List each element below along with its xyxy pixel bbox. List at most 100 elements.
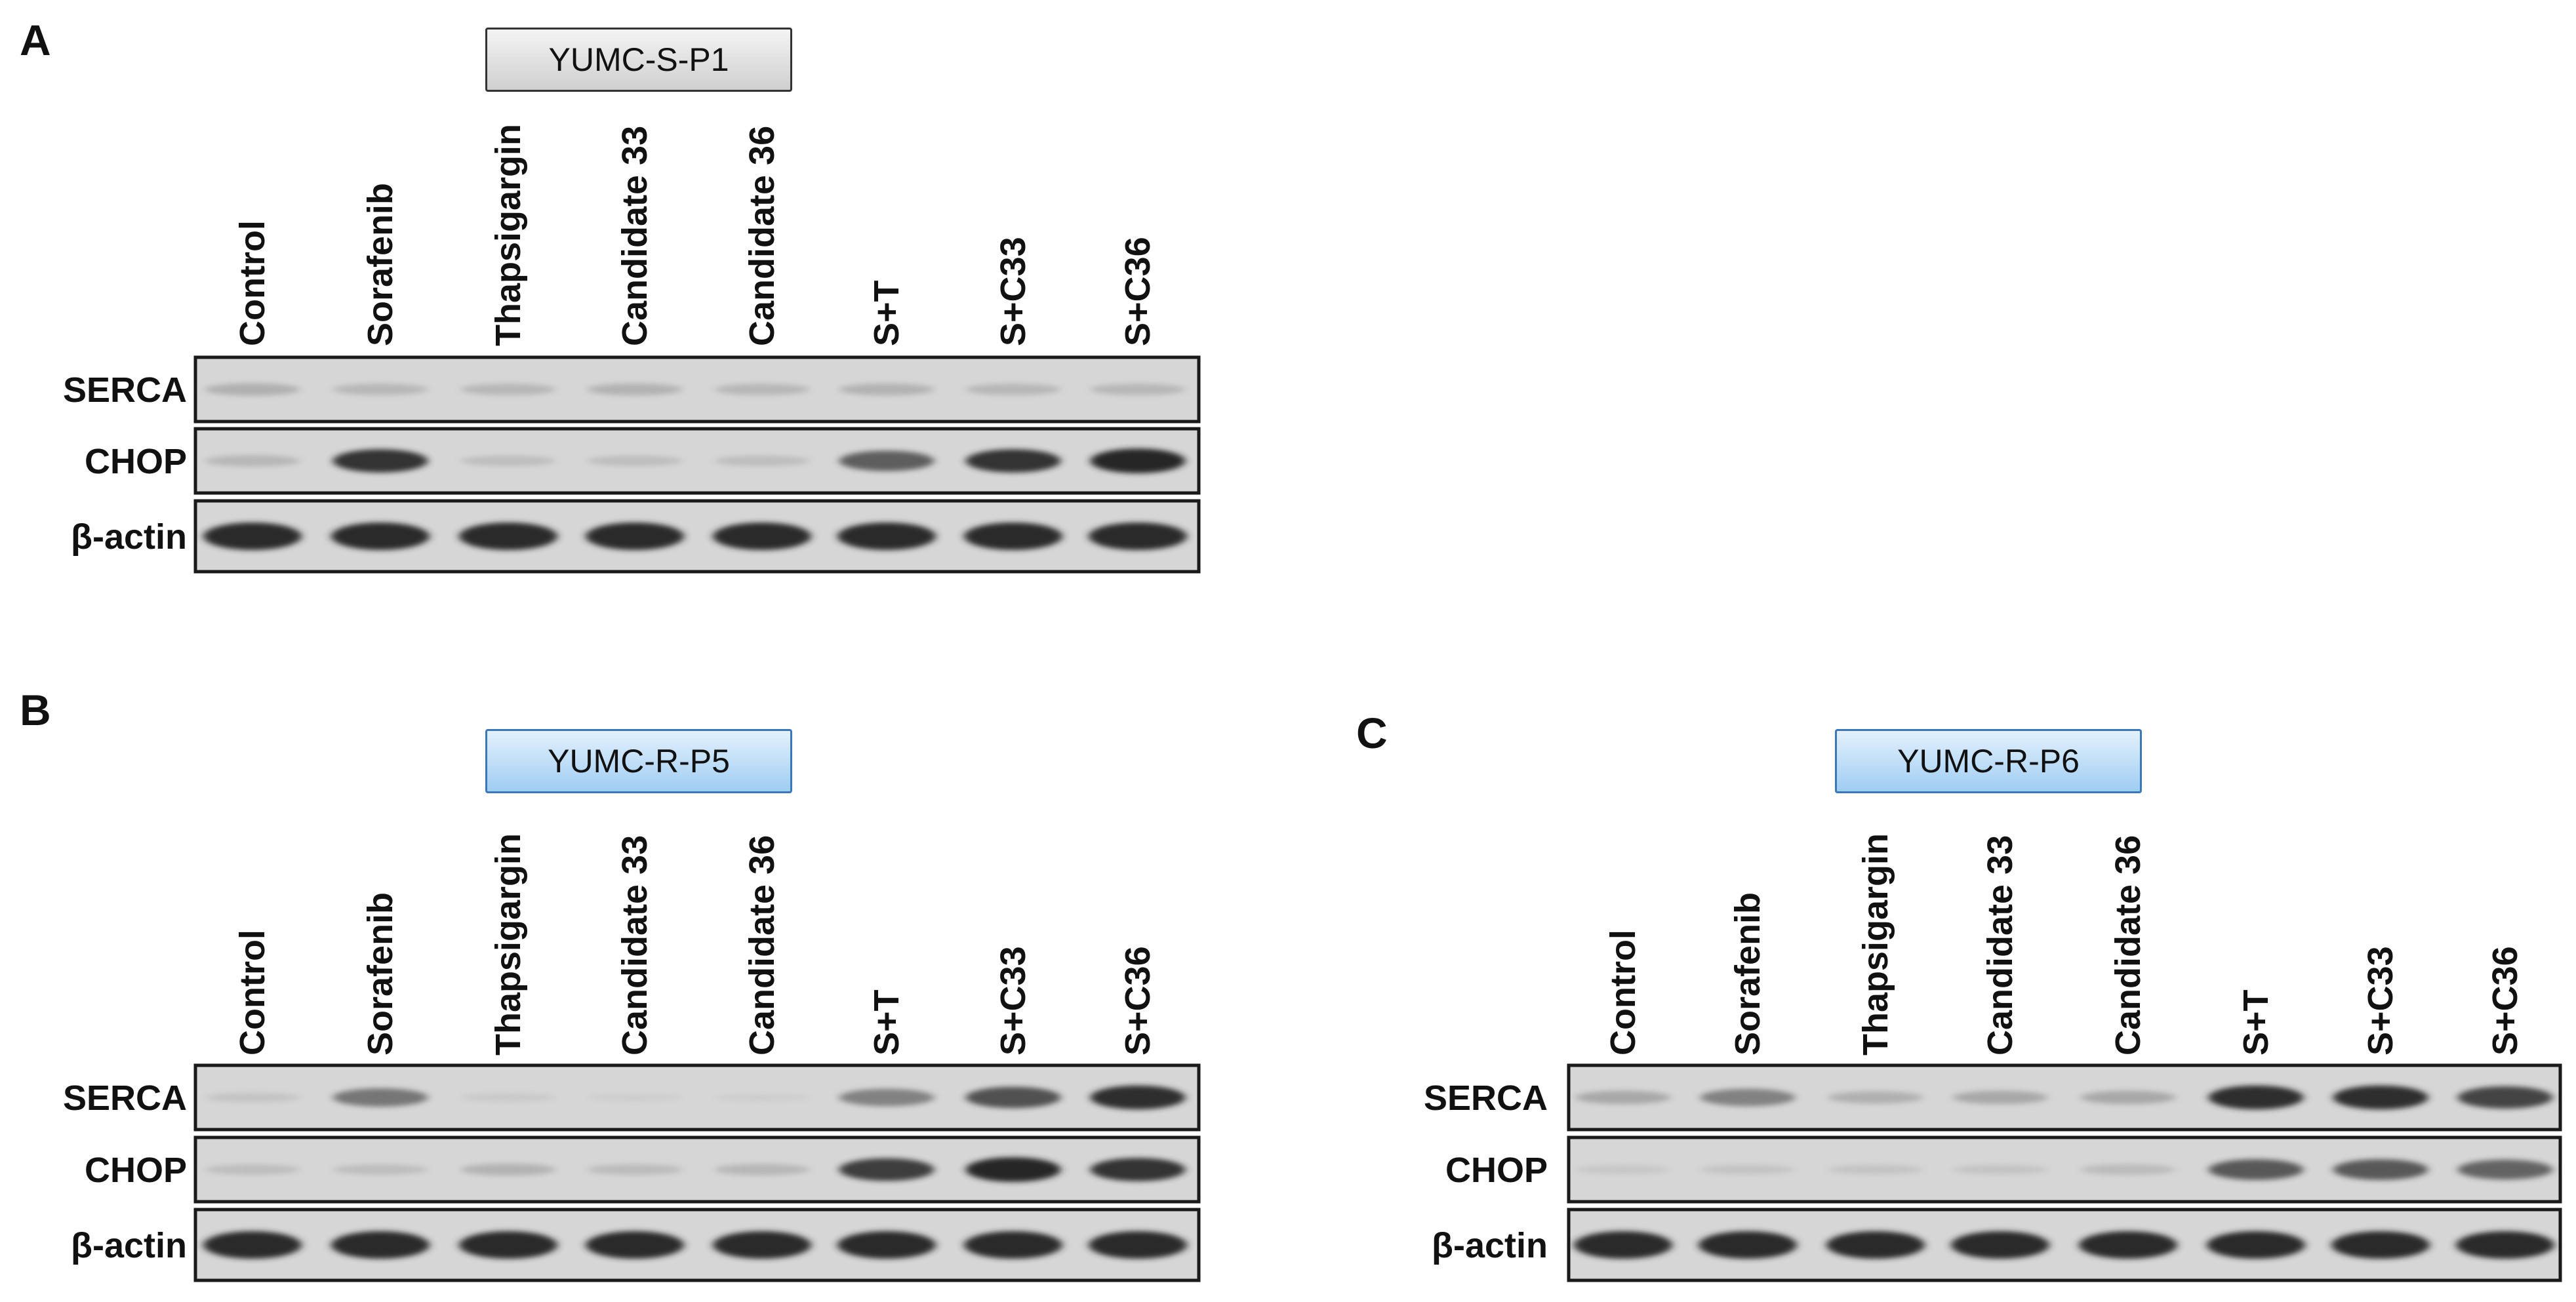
cell-line-box-a: YUMC-S-P1 — [485, 28, 792, 92]
band — [2079, 1231, 2177, 1259]
band — [714, 1164, 810, 1175]
band — [460, 384, 556, 395]
band — [714, 1094, 810, 1101]
band — [964, 523, 1062, 550]
protein-label: β-actin — [1432, 1226, 1548, 1265]
protein-label: CHOP — [1445, 1151, 1548, 1190]
band — [1952, 1164, 2048, 1175]
lane-label: S+C33 — [994, 237, 1033, 346]
lane-label: Candidate 33 — [615, 126, 654, 346]
protein-label: SERCA — [1424, 1078, 1548, 1118]
panel-letter-b: B — [20, 686, 51, 734]
cell-line-box-b: YUMC-R-P5 — [485, 729, 792, 793]
lane-label: Control — [233, 930, 272, 1055]
band — [203, 1231, 302, 1259]
lane-label: Thapsigargin — [489, 124, 528, 346]
band — [331, 1231, 430, 1259]
lane-label: Control — [233, 220, 272, 346]
band — [332, 1088, 428, 1107]
band — [964, 1231, 1062, 1259]
lane-label: Thapsigargin — [1856, 833, 1895, 1055]
band — [2457, 1159, 2553, 1180]
band — [1951, 1231, 2049, 1259]
band — [713, 523, 811, 550]
band — [965, 449, 1061, 473]
band — [839, 450, 935, 471]
lane-label: S+T — [2236, 989, 2276, 1055]
lane-label: Candidate 36 — [742, 835, 782, 1055]
band — [2207, 1231, 2305, 1259]
band — [2333, 1159, 2428, 1180]
band — [839, 1158, 935, 1181]
band — [332, 449, 428, 473]
protein-label: SERCA — [63, 370, 187, 410]
band — [587, 456, 683, 466]
lane-label: Candidate 36 — [2108, 835, 2148, 1055]
band — [1090, 384, 1186, 395]
band — [332, 384, 428, 395]
band — [1575, 1090, 1671, 1105]
band — [1090, 1085, 1186, 1110]
blot-strip: SERCA — [63, 1063, 1201, 1132]
lane-label: S+C33 — [2361, 946, 2400, 1055]
band — [1952, 1090, 2048, 1105]
band — [2080, 1164, 2176, 1175]
band — [2333, 1085, 2428, 1110]
band — [837, 523, 936, 550]
band — [205, 1092, 300, 1103]
band — [459, 1231, 557, 1259]
protein-label: β-actin — [71, 1226, 187, 1265]
band — [1574, 1231, 1672, 1259]
band — [331, 523, 430, 550]
lane-label: S+C36 — [1118, 946, 1157, 1055]
lane-label: S+T — [867, 280, 906, 346]
band — [714, 384, 810, 395]
lane-label: S+C36 — [2485, 946, 2525, 1055]
band — [587, 383, 683, 396]
band — [2331, 1231, 2430, 1259]
band — [1699, 1231, 1797, 1259]
band — [460, 1093, 556, 1102]
band — [965, 384, 1061, 395]
panel-letter-a: A — [20, 16, 51, 64]
lane-label: Candidate 36 — [742, 126, 782, 346]
band — [1090, 448, 1186, 473]
band — [2208, 1159, 2304, 1180]
blot-strip: β-actin — [71, 1208, 1201, 1282]
band — [839, 383, 935, 396]
band — [2080, 1090, 2176, 1105]
lane-label: Sorafenib — [361, 892, 400, 1055]
band — [1700, 1164, 1796, 1175]
blot-strip: CHOP — [1445, 1135, 2562, 1204]
band — [965, 1086, 1061, 1109]
band — [205, 1164, 300, 1175]
lane-label: S+C33 — [994, 946, 1033, 1055]
band — [203, 523, 302, 550]
band — [1700, 1088, 1796, 1107]
protein-label: CHOP — [85, 1151, 187, 1190]
band — [1828, 1164, 1923, 1175]
blot-strip: CHOP — [85, 427, 1201, 495]
band — [1826, 1231, 1925, 1259]
blot-strip: β-actin — [1432, 1208, 2562, 1282]
band — [714, 456, 810, 466]
blot-strip: CHOP — [85, 1135, 1201, 1204]
band — [586, 1231, 684, 1259]
lane-label: Sorafenib — [361, 183, 400, 346]
band — [587, 1164, 683, 1175]
band — [1089, 1231, 1187, 1259]
band — [2457, 1086, 2553, 1109]
band — [460, 456, 556, 466]
band — [1575, 1165, 1671, 1174]
band — [839, 1088, 935, 1107]
cell-line-box-c: YUMC-R-P6 — [1835, 729, 2142, 793]
protein-label: β-actin — [71, 517, 187, 557]
lane-label: Candidate 33 — [1981, 835, 2020, 1055]
panel-a: Control Sorafenib Thapsigargin Candidate 33… — [63, 124, 1201, 574]
panel-letter-c: C — [1356, 709, 1388, 757]
blot-strip: SERCA — [63, 355, 1201, 424]
protein-label: CHOP — [85, 442, 187, 481]
blot-strip: SERCA — [1424, 1063, 2562, 1132]
